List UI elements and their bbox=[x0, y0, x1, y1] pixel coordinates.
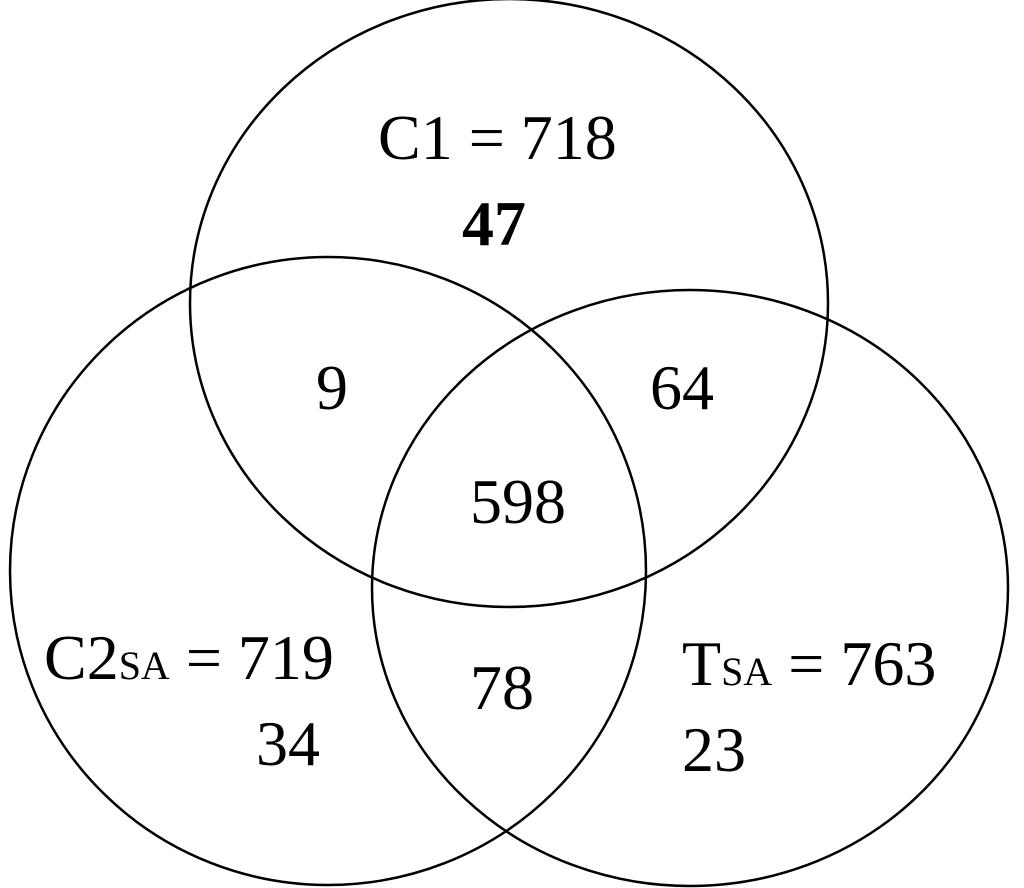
c1-total: = 718 bbox=[468, 102, 617, 173]
c2-title: C2SA = 719 bbox=[44, 626, 334, 690]
t-title: TSA = 763 bbox=[682, 632, 936, 696]
c2-t-count: 78 bbox=[470, 652, 534, 723]
c2-subscript: SA bbox=[118, 643, 170, 688]
t-subscript: SA bbox=[721, 649, 773, 694]
t-only-count: 23 bbox=[682, 714, 746, 785]
c1-name: C1 bbox=[378, 102, 453, 173]
c2-only-count: 34 bbox=[256, 708, 320, 779]
t-total: = 763 bbox=[788, 628, 937, 699]
circle-c2sa bbox=[8, 255, 648, 887]
c2-name: C2 bbox=[44, 622, 119, 693]
c2-total: = 719 bbox=[185, 622, 334, 693]
circle-c1 bbox=[188, 0, 830, 609]
c1-only-count: 47 bbox=[462, 188, 526, 259]
c1-c2-count: 9 bbox=[316, 352, 348, 423]
circle-tsa bbox=[370, 288, 1010, 888]
t-name: T bbox=[682, 628, 722, 699]
all-count: 598 bbox=[470, 466, 566, 537]
c1-title: C1 = 718 bbox=[378, 106, 617, 170]
c1-t-count: 64 bbox=[650, 352, 714, 423]
